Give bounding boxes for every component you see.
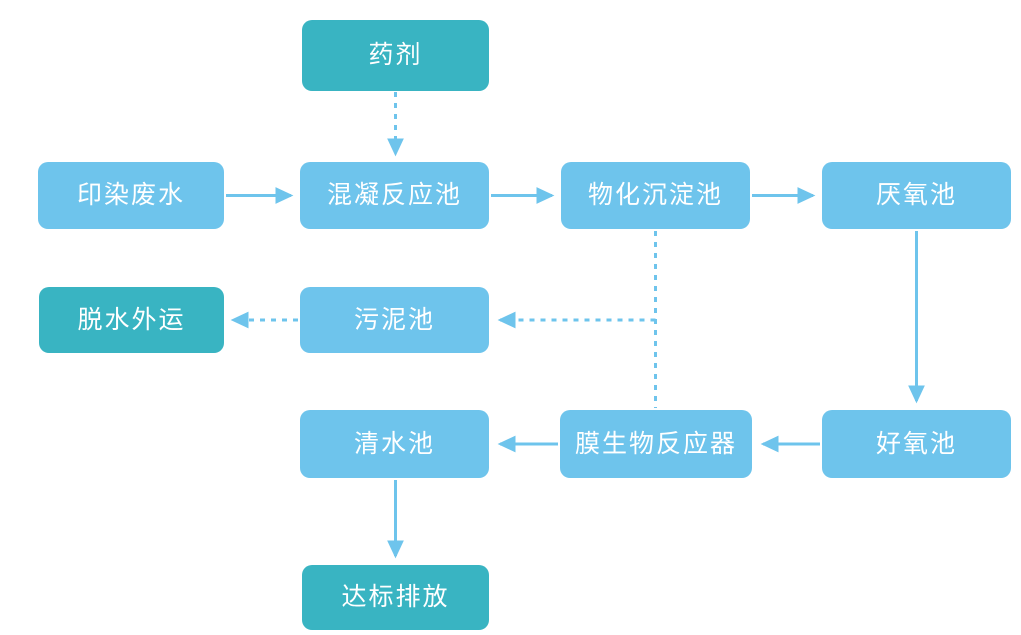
node-anaerobic-tank-label: 厌氧池 bbox=[875, 181, 957, 209]
node-compliant-discharge-label: 达标排放 bbox=[341, 583, 450, 611]
node-sludge-tank-label: 污泥池 bbox=[353, 305, 435, 334]
node-clear-water-tank-label: 清水池 bbox=[353, 429, 435, 458]
node-influent-label: 印染废水 bbox=[76, 181, 185, 209]
node-reagent-label: 药剂 bbox=[368, 41, 423, 69]
node-sludge-tank[interactable]: 污泥池 bbox=[300, 287, 489, 353]
node-aerobic-tank-label: 好氧池 bbox=[875, 429, 957, 458]
node-reagent[interactable]: 药剂 bbox=[302, 20, 489, 91]
node-physicochemical-settling-tank-label: 物化沉淀池 bbox=[587, 181, 723, 209]
node-clear-water-tank[interactable]: 清水池 bbox=[300, 410, 489, 478]
node-coagulation-tank-label: 混凝反应池 bbox=[326, 181, 462, 209]
node-physicochemical-settling-tank[interactable]: 物化沉淀池 bbox=[561, 162, 750, 229]
node-compliant-discharge[interactable]: 达标排放 bbox=[302, 565, 489, 630]
node-membrane-bioreactor-label: 膜生物反应器 bbox=[574, 429, 737, 458]
node-membrane-bioreactor[interactable]: 膜生物反应器 bbox=[560, 410, 752, 478]
node-coagulation-tank[interactable]: 混凝反应池 bbox=[300, 162, 489, 229]
node-aerobic-tank[interactable]: 好氧池 bbox=[822, 410, 1011, 478]
node-dewatering-transport-label: 脱水外运 bbox=[77, 305, 186, 334]
node-dewatering-transport[interactable]: 脱水外运 bbox=[39, 287, 224, 353]
node-anaerobic-tank[interactable]: 厌氧池 bbox=[822, 162, 1011, 229]
node-influent[interactable]: 印染废水 bbox=[38, 162, 224, 229]
